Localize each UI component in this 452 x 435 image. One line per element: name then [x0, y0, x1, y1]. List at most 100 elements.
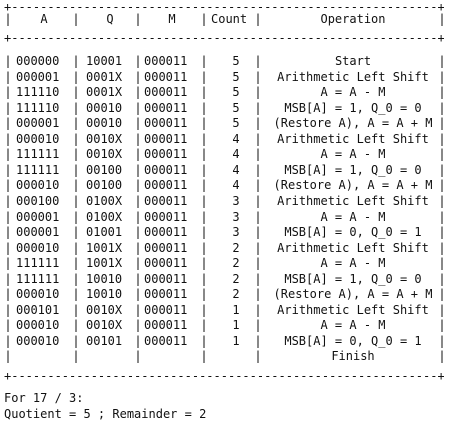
column-separator: | — [438, 349, 446, 364]
column-separator: | — [72, 333, 80, 348]
table-top-border: +---------------------------------------… — [4, 2, 444, 12]
column-separator: | — [134, 178, 142, 193]
cell-a: 000001 — [16, 225, 60, 240]
column-separator: | — [4, 240, 12, 255]
column-separator: | — [200, 271, 208, 286]
column-separator: | — [134, 209, 142, 224]
cell-a: 111111 — [16, 147, 60, 162]
column-separator: | — [200, 85, 208, 100]
cell-operation: A = A - M — [320, 318, 386, 333]
column-separator: | — [438, 131, 446, 146]
column-separator: | — [254, 333, 262, 348]
column-separator: | — [254, 147, 262, 162]
cell-operation: MSB[A] = 1, Q_0 = 0 — [284, 271, 422, 286]
column-separator: | — [200, 193, 208, 208]
table-row: |000010|10010|000011|2|(Restore A), A = … — [4, 287, 448, 303]
column-separator: | — [254, 178, 262, 193]
column-separator: | — [254, 240, 262, 255]
column-separator: | — [4, 225, 12, 240]
table-row: |000010|00101|000011|1|MSB[A] = 0, Q_0 =… — [4, 334, 448, 350]
cell-q: 0010X — [86, 147, 123, 162]
column-separator: | — [200, 162, 208, 177]
column-separator: | — [200, 116, 208, 131]
cell-m: 000011 — [144, 116, 188, 131]
column-separator: | — [438, 240, 446, 255]
column-separator: | — [134, 85, 142, 100]
column-separator: | — [72, 69, 80, 84]
cell-m: 000011 — [144, 162, 188, 177]
column-separator: | — [200, 69, 208, 84]
cell-a: 000101 — [16, 302, 60, 317]
cell-count: 4 — [232, 147, 240, 162]
cell-q: 00101 — [86, 333, 123, 348]
column-separator: | — [200, 240, 208, 255]
cell-a: 000010 — [16, 318, 60, 333]
cell-operation: Arithmetic Left Shift — [277, 69, 429, 84]
column-separator: | — [4, 85, 12, 100]
column-separator: | — [438, 256, 446, 271]
cell-q: 0010X — [86, 131, 123, 146]
column-separator: | — [134, 193, 142, 208]
cell-count: 2 — [232, 287, 240, 302]
cell-q: 00010 — [86, 116, 123, 131]
column-separator: | — [134, 100, 142, 115]
cell-a: 111111 — [16, 271, 60, 286]
column-separator: | — [438, 100, 446, 115]
column-separator: | — [200, 333, 208, 348]
column-separator: | — [72, 302, 80, 317]
table-row: |111111|0010X|000011|4|A = A - M| — [4, 147, 448, 163]
cell-a: 000010 — [16, 287, 60, 302]
cell-count: 4 — [232, 178, 240, 193]
column-separator: | — [438, 318, 446, 333]
column-separator: | — [200, 209, 208, 224]
column-separator: | — [4, 178, 12, 193]
cell-operation: MSB[A] = 1, Q_0 = 0 — [284, 162, 422, 177]
column-separator: | — [134, 69, 142, 84]
header-count: Count — [211, 12, 248, 26]
cell-q: 1001X — [86, 256, 123, 271]
cell-q: 1001X — [86, 240, 123, 255]
cell-m: 000011 — [144, 100, 188, 115]
cell-a: 000100 — [16, 193, 60, 208]
column-separator: | — [4, 256, 12, 271]
column-separator: | — [4, 116, 12, 131]
column-separator: | — [134, 147, 142, 162]
column-separator: | — [72, 54, 80, 68]
cell-m: 000011 — [144, 85, 188, 100]
cell-q: 10010 — [86, 271, 123, 286]
table-row: |000010|0010X|000011|1|A = A - M| — [4, 318, 448, 334]
cell-q: 00100 — [86, 178, 123, 193]
table-row: |||||Finish| — [4, 349, 448, 365]
cell-count: 5 — [232, 85, 240, 100]
column-separator: | — [438, 302, 446, 317]
column-separator: | — [72, 240, 80, 255]
cell-count: 2 — [232, 256, 240, 271]
column-separator: | — [438, 178, 446, 193]
table-row: |000001|0001X|000011|5|Arithmetic Left S… — [4, 70, 448, 86]
cell-count: 3 — [232, 225, 240, 240]
cell-a: 111110 — [16, 100, 60, 115]
column-separator: | — [4, 131, 12, 146]
column-separator: | — [4, 318, 12, 333]
column-separator: | — [4, 100, 12, 115]
column-separator: | — [254, 85, 262, 100]
cell-operation: A = A - M — [320, 256, 386, 271]
column-separator: | — [438, 69, 446, 84]
cell-operation: A = A - M — [320, 147, 386, 162]
column-separator: | — [72, 349, 80, 364]
column-separator: | — [72, 178, 80, 193]
column-separator: | — [438, 193, 446, 208]
table-header-row: | A | Q | M | Count | Operation | — [4, 12, 448, 28]
cell-count: 2 — [232, 240, 240, 255]
cell-m: 000011 — [144, 240, 188, 255]
column-separator: | — [134, 240, 142, 255]
result-summary-text: Quotient = 5 ; Remainder = 2 — [4, 407, 207, 421]
column-separator: | — [134, 302, 142, 317]
column-separator: | — [72, 100, 80, 115]
cell-count: 1 — [232, 302, 240, 317]
column-separator: | — [254, 100, 262, 115]
column-separator: | — [438, 287, 446, 302]
cell-m: 000011 — [144, 225, 188, 240]
column-separator: | — [72, 12, 80, 26]
cell-operation: A = A - M — [320, 85, 386, 100]
